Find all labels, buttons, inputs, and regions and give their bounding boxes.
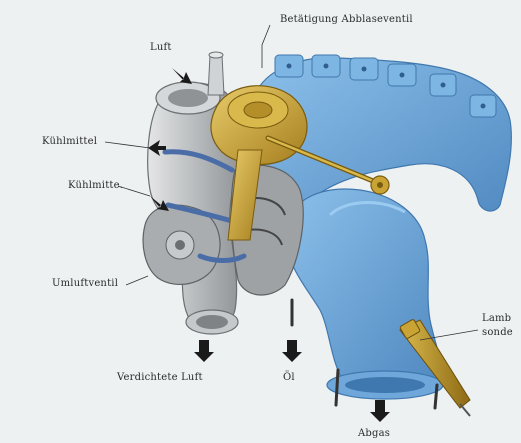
label-coolant-in: Kühlmitte. [68, 180, 123, 191]
label-lambda-line1: Lamb [482, 313, 511, 324]
arrow-icon [370, 400, 390, 422]
label-oil: Öl [283, 372, 295, 383]
label-actuator: Betätigung Abblaseventil [280, 14, 413, 25]
label-air: Luft [150, 42, 172, 53]
arrow-icon [172, 68, 192, 84]
label-compressed-air: Verdichtete Luft [117, 372, 203, 383]
turbine-housing [285, 189, 443, 399]
label-exhaust: Abgas [358, 428, 390, 439]
arrow-icon [282, 340, 302, 362]
label-coolant-out: Kühlmittel [42, 136, 97, 147]
arrow-icon [194, 340, 214, 362]
label-lambda-line2: sonde [482, 327, 513, 338]
label-bypass-valve: Umluftventil [52, 278, 118, 289]
